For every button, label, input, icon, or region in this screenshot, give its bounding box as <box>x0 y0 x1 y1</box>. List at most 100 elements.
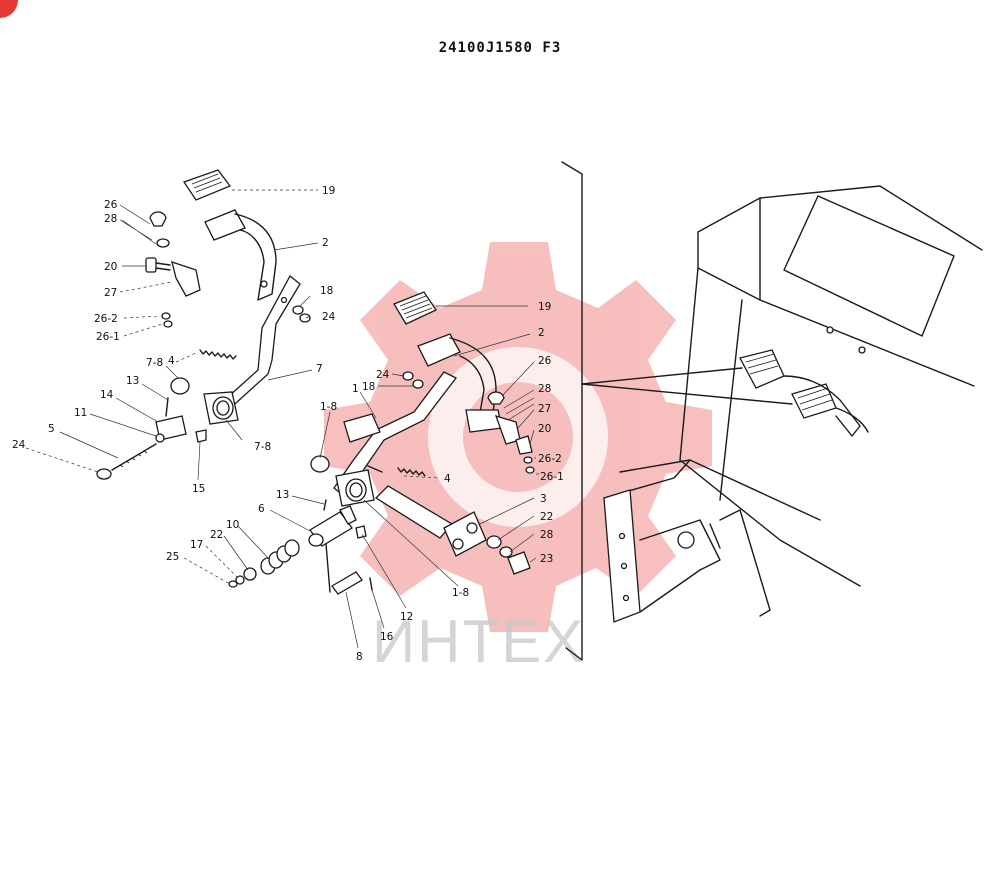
pin-13 <box>165 397 169 417</box>
spring-4 <box>199 349 237 360</box>
pedal-pad-left <box>182 169 232 201</box>
callout-20-center: 20 <box>538 423 551 435</box>
callout-4: 4 <box>168 355 175 367</box>
bolt-23 <box>507 551 531 575</box>
callout-24: 24 <box>322 311 336 323</box>
rod-5 <box>111 443 157 471</box>
callout-28: 28 <box>104 213 117 225</box>
callout-27-center: 27 <box>538 403 551 415</box>
callout-28-center: 28 <box>538 383 551 395</box>
pin-4-center <box>367 465 383 473</box>
bracket-27 <box>171 261 201 297</box>
washer-28-center <box>499 546 513 558</box>
nut-11 <box>155 433 165 443</box>
washer-28 <box>156 238 170 248</box>
nut-26-2-center <box>523 456 533 464</box>
rod-link <box>325 543 331 593</box>
lever-hub <box>203 391 239 425</box>
callout-7-8: 7-8 <box>146 357 163 369</box>
tractor-pedal-lower <box>791 383 837 419</box>
left-exploded-assembly <box>96 169 311 480</box>
corner-mark <box>0 0 18 18</box>
callout-25: 25 <box>166 551 179 563</box>
tractor-pedal-upper <box>739 349 785 389</box>
callout-1-8-lower: 1-8 <box>452 587 469 599</box>
watermark-text: ИНТЕХ <box>372 608 585 675</box>
knob-26-center <box>487 391 505 405</box>
callouts-left: 19 2 26 28 20 27 18 24 26-2 26-1 7-8 4 7… <box>12 185 336 495</box>
callouts-center: 19 2 24 18 26 28 27 20 26-2 26-1 1 1-8 4… <box>166 301 564 663</box>
nut-18-center <box>412 379 424 389</box>
callout-15: 15 <box>192 483 205 495</box>
callout-23: 23 <box>540 553 553 565</box>
washer-24 <box>299 313 311 323</box>
callout-19: 19 <box>322 185 335 197</box>
clevis-6 <box>308 505 357 547</box>
callout-22-center: 22 <box>540 511 553 523</box>
callout-26-2: 26-2 <box>94 313 118 325</box>
callout-16: 16 <box>380 631 394 643</box>
leader-lines <box>25 189 540 649</box>
pedal-arm-left <box>204 209 277 301</box>
callout-26: 26 <box>104 199 118 211</box>
callout-24-lower: 24 <box>12 439 26 451</box>
center-exploded-assembly <box>228 291 535 595</box>
callout-7-8-lower: 7-8 <box>254 441 271 453</box>
callout-10: 10 <box>226 519 239 531</box>
callout-13-center: 13 <box>276 489 289 501</box>
spring-10 <box>260 539 300 575</box>
washer-24-lower <box>96 468 112 480</box>
callout-5: 5 <box>48 423 55 435</box>
pin-16 <box>369 577 373 591</box>
callout-24-center: 24 <box>376 369 390 381</box>
divider-line <box>561 161 583 661</box>
callout-1: 1 <box>352 383 359 395</box>
nut-17 <box>235 575 245 585</box>
nut-26-2 <box>161 312 171 320</box>
callout-8: 8 <box>356 651 363 663</box>
callout-2-center: 2 <box>538 327 545 339</box>
link-8 <box>331 571 363 595</box>
lever-pad-1 <box>343 413 381 443</box>
callout-19-center: 19 <box>538 301 551 313</box>
washer-25 <box>228 580 238 588</box>
drawing-number: 24100J1580 F3 <box>438 40 562 56</box>
bushing-7-8-upper <box>170 377 190 395</box>
callout-26-1-center: 26-1 <box>540 471 564 483</box>
shaft-3 <box>374 485 487 557</box>
callout-4-center: 4 <box>444 473 451 485</box>
callout-12: 12 <box>400 611 413 623</box>
bushing-1-8-upper <box>310 455 330 473</box>
pin-15 <box>195 429 207 443</box>
pin-13-center <box>323 499 327 511</box>
callout-20: 20 <box>104 261 117 273</box>
callout-14: 14 <box>100 389 114 401</box>
callout-22-lower: 22 <box>210 529 223 541</box>
callout-26-2-center: 26-2 <box>538 453 562 465</box>
knob-26 <box>149 211 167 227</box>
callout-18: 18 <box>320 285 333 297</box>
washer-22-center <box>486 535 502 549</box>
callout-13: 13 <box>126 375 139 387</box>
callout-1-8-upper: 1-8 <box>320 401 337 413</box>
pedal-pad-center <box>393 291 437 325</box>
lever-hub-center <box>335 469 375 507</box>
callout-6: 6 <box>258 503 265 515</box>
tractor-view <box>581 185 983 623</box>
spring-4-center <box>397 467 426 477</box>
nut-18 <box>292 305 304 315</box>
callout-2: 2 <box>322 237 329 249</box>
nut-26-1-center <box>525 466 535 474</box>
pedal-arm-center <box>417 333 503 433</box>
callout-27: 27 <box>104 287 117 299</box>
callout-3: 3 <box>540 493 547 505</box>
bolt-20-center <box>515 435 533 455</box>
washer-22-lower <box>243 567 257 581</box>
callout-26-center: 26 <box>538 355 552 367</box>
callout-7: 7 <box>316 363 323 375</box>
pin-12 <box>355 525 367 539</box>
callout-11: 11 <box>74 407 87 419</box>
washer-24-center <box>402 371 414 381</box>
bolt-20 <box>145 257 171 273</box>
